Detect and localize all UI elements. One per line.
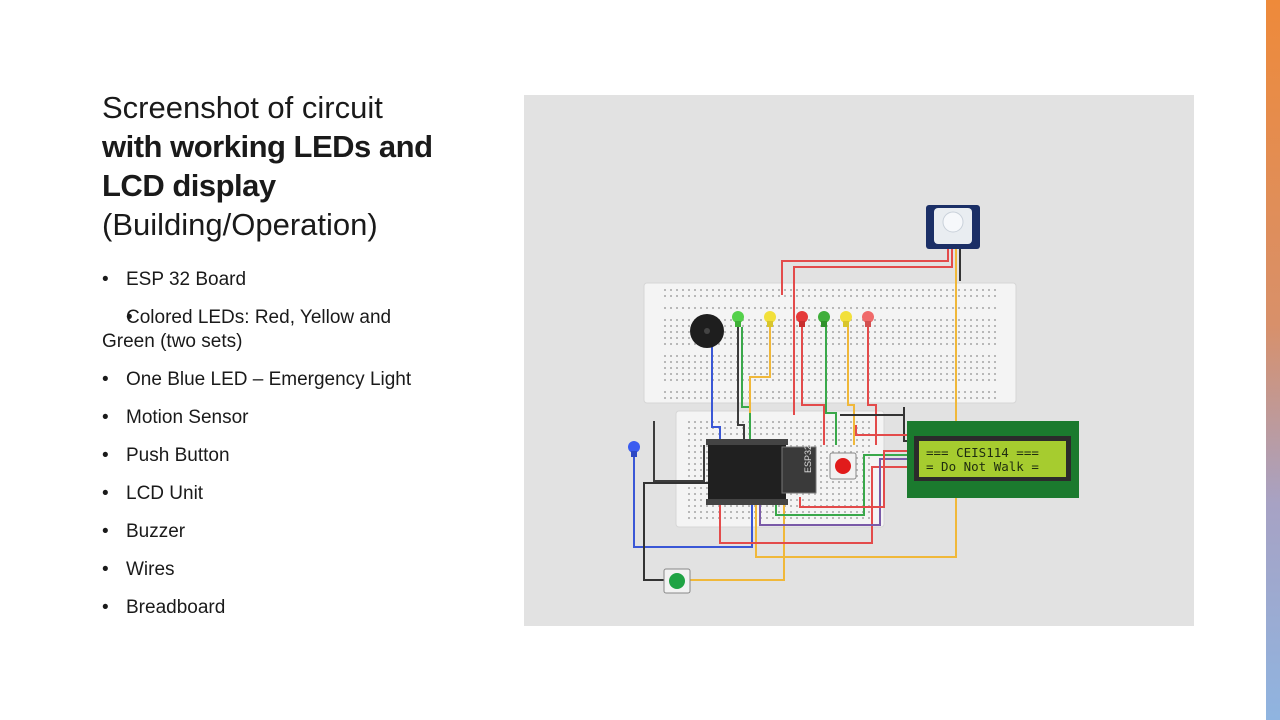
circuit-diagram: ESP32 === CEIS114 === = Do Not Walk = bbox=[628, 205, 1079, 594]
wires bbox=[633, 247, 961, 581]
led-blue bbox=[628, 441, 640, 457]
lcd-line-1: === CEIS114 === bbox=[926, 445, 1039, 460]
slide-title: Screenshot of circuit with working LEDs … bbox=[102, 88, 462, 244]
bullet-item: Motion Sensor bbox=[102, 406, 442, 430]
title-line-1: Screenshot of circuit bbox=[102, 90, 383, 125]
buzzer bbox=[690, 314, 724, 348]
led-green-2 bbox=[818, 311, 830, 327]
circuit-screenshot: ESP32 === CEIS114 === = Do Not Walk = bbox=[524, 95, 1194, 626]
led-red-2 bbox=[862, 311, 874, 327]
led-yellow-2 bbox=[840, 311, 852, 327]
esp32-board: ESP32 bbox=[706, 439, 817, 505]
bullet-item: Wires bbox=[102, 558, 442, 582]
motion-sensor bbox=[926, 205, 980, 249]
title-line-4: (Building/Operation) bbox=[102, 207, 378, 242]
push-button-red bbox=[829, 452, 857, 480]
lcd-line-2: = Do Not Walk = bbox=[926, 459, 1039, 474]
accent-bar bbox=[1266, 0, 1280, 720]
push-button-green bbox=[663, 568, 691, 594]
component-list: ESP 32 Board Colored LEDs: Red, Yellow a… bbox=[102, 268, 442, 634]
bullet-item: ESP 32 Board bbox=[102, 268, 442, 292]
led-yellow-1 bbox=[764, 311, 776, 327]
bullet-item: Colored LEDs: Red, Yellow and Green (two… bbox=[102, 306, 442, 354]
bullet-item: One Blue LED – Emergency Light bbox=[102, 368, 442, 392]
bullet-item: LCD Unit bbox=[102, 482, 442, 506]
bullet-item: Breadboard bbox=[102, 596, 442, 620]
esp32-label: ESP32 bbox=[803, 445, 813, 473]
lcd-display: === CEIS114 === = Do Not Walk = bbox=[907, 421, 1079, 498]
title-line-2: with working LEDs and bbox=[102, 129, 433, 164]
bullet-item: Push Button bbox=[102, 444, 442, 468]
title-line-3: LCD display bbox=[102, 168, 276, 203]
led-green-1 bbox=[732, 311, 744, 327]
led-red-1 bbox=[796, 311, 808, 327]
bullet-item: Buzzer bbox=[102, 520, 442, 544]
